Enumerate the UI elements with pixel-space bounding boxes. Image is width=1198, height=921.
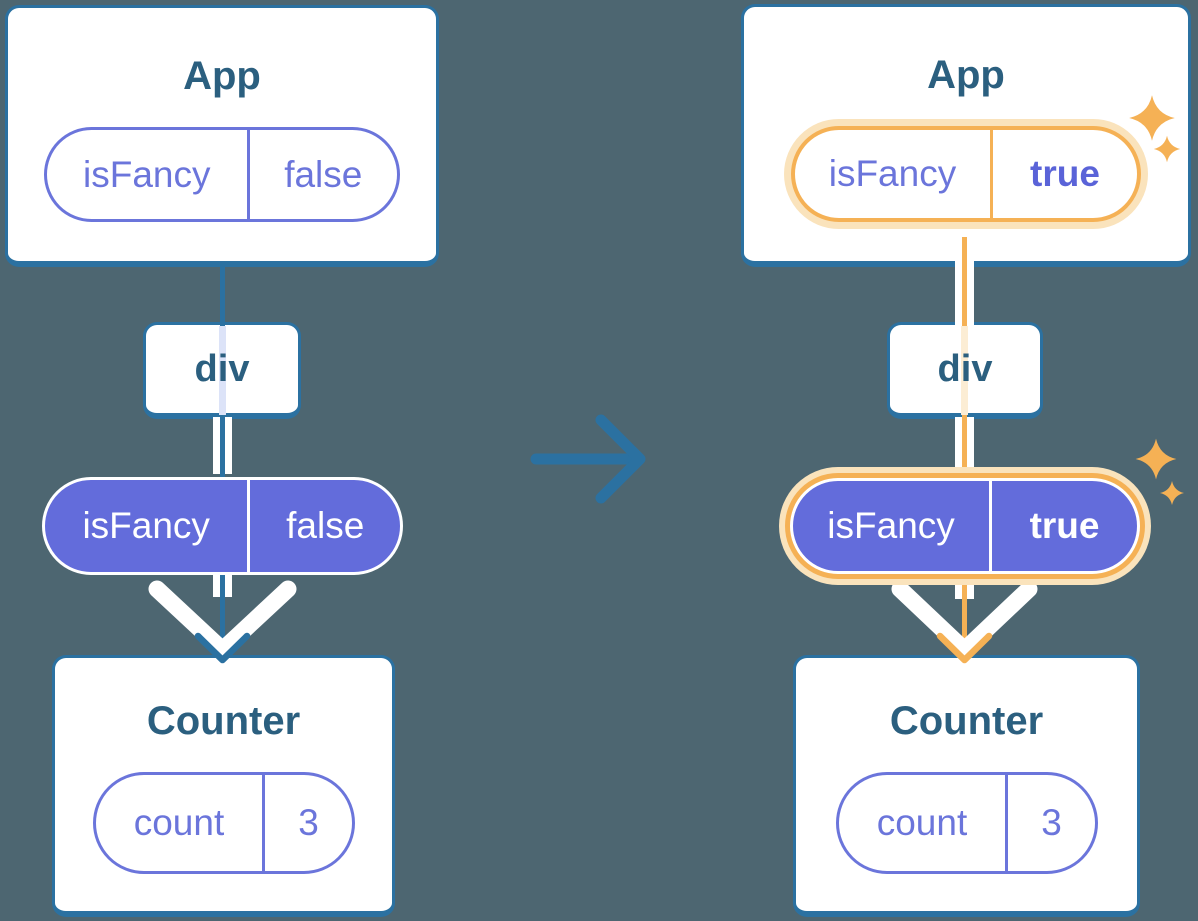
prop-pill-after-highlighted: isFancy true [790,478,1140,574]
div-component-card-after: div [887,322,1043,419]
state-key: isFancy [83,153,211,195]
app-title: App [183,54,261,98]
sparkle-icon [1160,481,1184,505]
transition-arrow-icon [530,414,646,504]
flow-chevron-white [148,580,297,659]
app-state-pill-after-highlighted: isFancy true [791,126,1141,222]
app-component-card-after: App isFancy true [741,4,1191,267]
pill-divider [246,130,250,219]
sparkle-icon [1135,438,1177,480]
state-value: 3 [298,802,319,843]
state-value: 3 [1041,802,1062,843]
div-component-card-before: div [143,322,301,419]
state-key: count [133,802,225,843]
prop-pill-before: isFancy false [42,477,403,575]
pill-divider [247,480,251,572]
pill-divider [1005,775,1009,871]
div-title: div [194,348,250,390]
count-state-pill-before: count 3 [92,772,355,874]
counter-title: Counter [146,699,301,743]
state-value: true [1030,153,1100,194]
counter-component-card-after: Counter count 3 [793,655,1140,917]
pill-divider [989,130,993,218]
state-value: false [284,153,363,195]
prop-value: false [286,505,365,546]
app-component-card-before: App isFancy false [5,5,439,267]
pill-divider [262,775,266,871]
prop-value: true [1029,505,1100,546]
prop-flow-line-before [148,261,297,664]
counter-title: Counter [889,699,1044,743]
state-key: count [876,802,968,843]
app-title: App [927,53,1005,97]
pill-divider [989,481,993,571]
div-title: div [937,348,993,390]
flow-chevron-white [891,580,1038,659]
prop-key: isFancy [82,505,210,546]
prop-flow-line-after [891,237,1038,664]
app-state-pill-before: isFancy false [44,127,400,222]
count-state-pill-after: count 3 [835,772,1098,874]
counter-component-card-before: Counter count 3 [52,655,395,917]
state-key: isFancy [828,153,957,194]
prop-key: isFancy [827,505,955,546]
